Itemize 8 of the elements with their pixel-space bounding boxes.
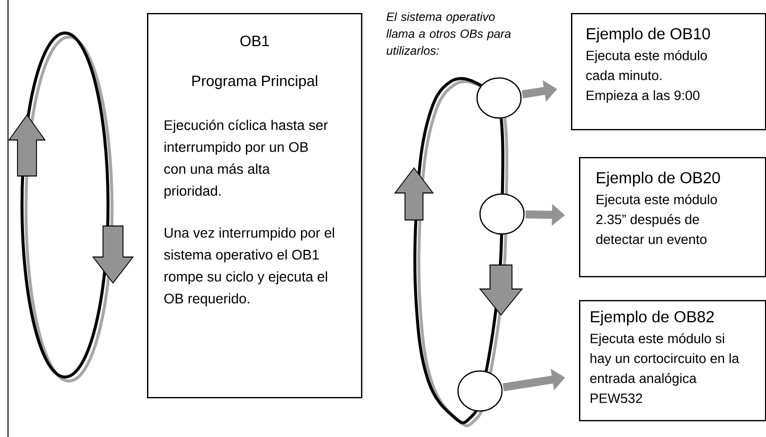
text-box: OB1 Programa Principal Ejecución cíclica hasta ser interrumpido por un OB con una más alta prioridad. Una vez interrumpido por el sistema operativo el OB1 rompe su ciclo y ejecuta el OB requerido. (147, 13, 362, 398)
circle-marker (479, 193, 525, 235)
text-box: Ejemplo de OB82 Ejecuta este módulo si hay un cortocircuito en la entrada analógica PEW532 (579, 300, 766, 422)
circle-marker (476, 77, 522, 119)
circle-marker (457, 370, 503, 412)
note-text: El sistema operativo llama a otros OBs para utilizarlos: (386, 12, 511, 55)
text-box: Ejemplo de OB10 Ejecuta este módulo cada minuto. Empieza a las 9:00 (571, 13, 766, 130)
text-box: Ejemplo de OB20 Ejecuta este módulo 2.35” después de detectar un evento (579, 157, 766, 278)
